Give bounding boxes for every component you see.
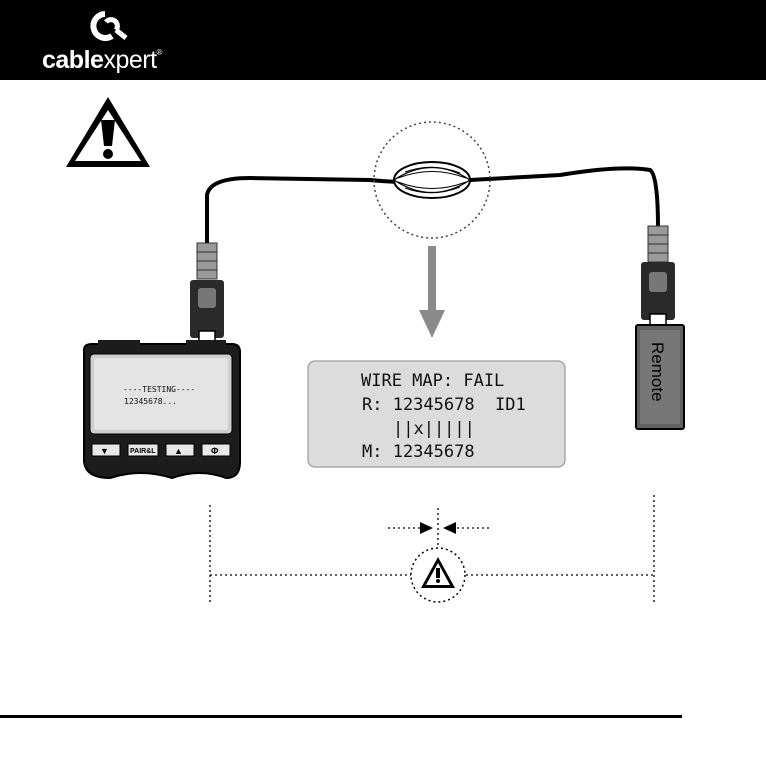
brand-bold: cable: [42, 46, 103, 74]
display-line4: M: 12345678: [362, 442, 475, 462]
display-line3: ||x|||||: [393, 419, 475, 439]
remote-plug: [641, 226, 675, 328]
wire-map-display: WIRE MAP: FAIL R: 12345678 ID1 ||x||||| …: [308, 361, 565, 467]
down-button-label: ▼: [100, 446, 109, 456]
trademark: ®: [157, 48, 162, 57]
remote-unit: Remote: [636, 325, 684, 429]
brand-light: xpert: [103, 46, 156, 74]
warning-triangle-icon: [66, 97, 150, 167]
up-button-label: ▲: [174, 446, 183, 456]
down-arrow-icon: [419, 246, 445, 338]
brand-name: cablexpert®: [42, 46, 162, 75]
arrow-right-icon: [420, 522, 433, 534]
cablexpert-logo-icon: [86, 8, 134, 44]
cable-test-diagram: Remote ----TESTING---- 12345678... ▼ PAI…: [0, 80, 766, 766]
tester-screen-line2: 12345678...: [124, 397, 177, 406]
up-button[interactable]: ▲: [166, 444, 194, 456]
header-bar: cablexpert®: [0, 0, 766, 80]
remote-label: Remote: [648, 342, 667, 402]
display-line1: WIRE MAP: FAIL: [361, 371, 504, 391]
power-button[interactable]: Φ: [202, 444, 230, 456]
down-button[interactable]: ▼: [92, 444, 120, 456]
power-button-label: Φ: [211, 446, 219, 456]
footer-divider: [0, 715, 682, 718]
cable-tester-device: ----TESTING---- 12345678... ▼ PAIR&L ▲ Φ: [84, 340, 240, 478]
warning-circle-icon: [411, 548, 465, 602]
arrow-left-icon: [443, 522, 456, 534]
tester-screen-line1: ----TESTING----: [123, 385, 195, 394]
pair-button-label: PAIR&L: [130, 448, 156, 455]
tester-plug: [190, 243, 224, 345]
pair-button[interactable]: PAIR&L: [128, 444, 158, 456]
display-line2: R: 12345678 ID1: [362, 395, 526, 415]
